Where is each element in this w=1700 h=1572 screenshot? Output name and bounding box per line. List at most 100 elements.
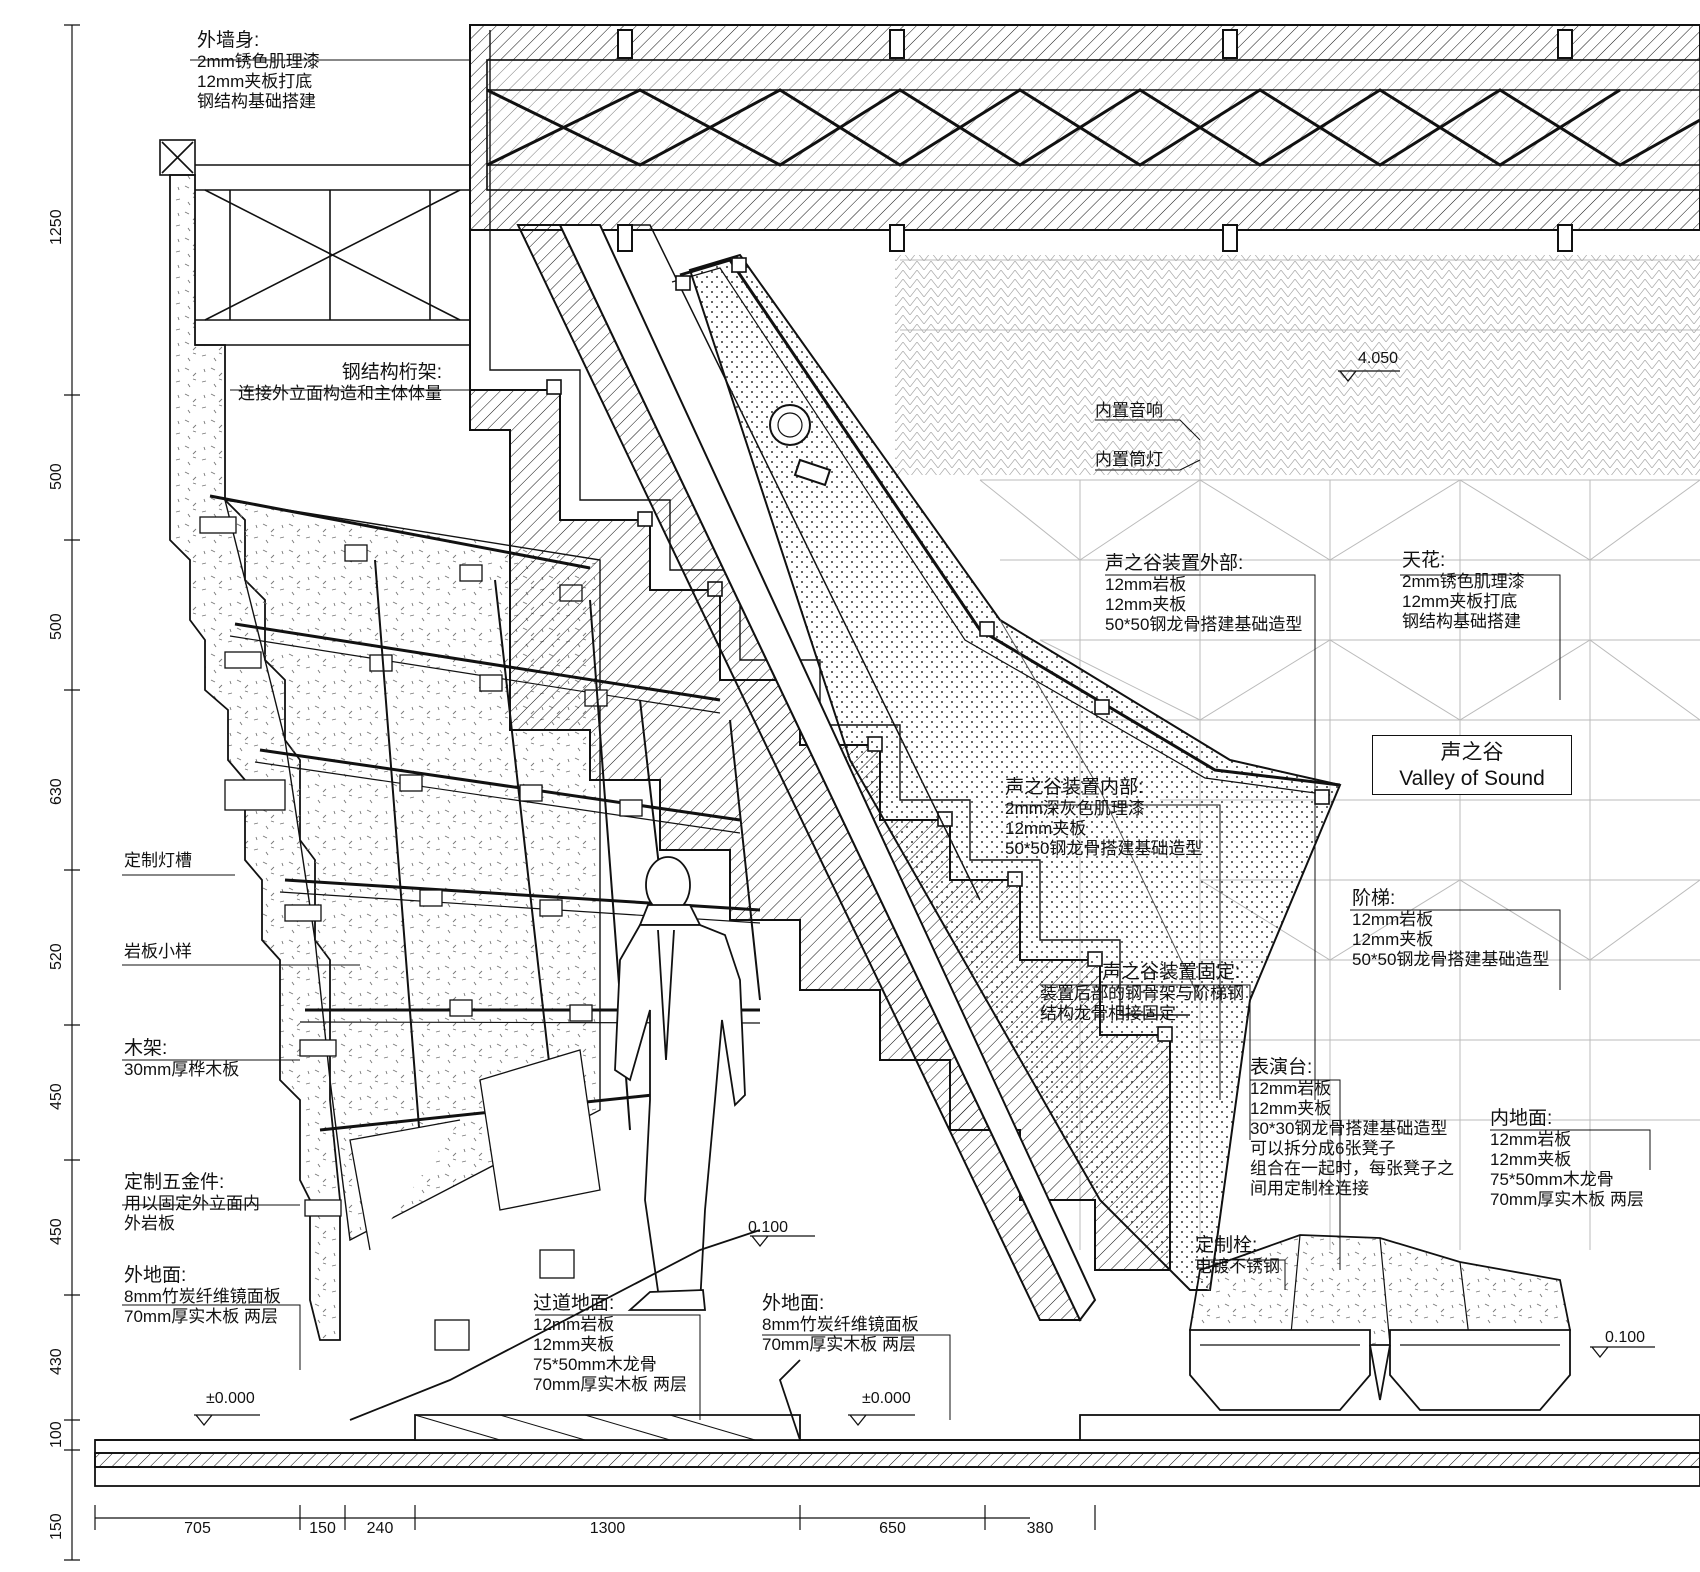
label-stairs-line-3: 50*50钢龙骨搭建基础造型: [1352, 950, 1550, 969]
label-valley-fixing: 声之谷装置固定: 装置后部的钢骨架与阶梯钢 结构龙骨相接固定: [1040, 962, 1244, 1024]
dim-v-450-a: 450: [48, 1083, 65, 1110]
title-box-en: Valley of Sound: [1399, 767, 1545, 790]
label-inner-floor-line-4: 70mm厚实木板 两层: [1490, 1190, 1644, 1209]
label-stage-line-5: 组合在一起时，每张凳子之: [1250, 1159, 1454, 1178]
label-stage: 表演台: 12mm岩板 12mm夹板 30*30钢龙骨搭建基础造型 可以拆分成6…: [1250, 1057, 1454, 1199]
label-wood-frame-line-1: 30mm厚桦木板: [124, 1060, 240, 1079]
human-figure: [614, 856, 746, 1311]
label-valley-interior: 声之谷装置内部: 2mm深灰色肌理漆 12mm夹板 50*50钢龙骨搭建基础造型: [1005, 777, 1202, 859]
label-steel-truss: 钢结构桁架: 连接外立面构造和主体体量: [232, 362, 442, 404]
level-0100-a: 0.100: [748, 1219, 789, 1236]
label-exterior-floor-left-line-1: 8mm竹炭纤维镜面板: [124, 1287, 281, 1306]
label-ceiling: 天花: 2mm锈色肌理漆 12mm夹板打底 钢结构基础搭建: [1402, 550, 1525, 632]
dim-v-500-a: 500: [48, 463, 65, 490]
label-custom-bolt-title: 定制栓:: [1195, 1235, 1258, 1256]
label-ceiling-line-1: 2mm锈色肌理漆: [1402, 572, 1525, 591]
label-wood-frame: 木架: 30mm厚桦木板: [124, 1038, 239, 1080]
label-exterior-wall-line-2: 12mm夹板打底: [197, 72, 313, 91]
label-ceiling-line-3: 钢结构基础搭建: [1402, 612, 1521, 631]
label-stage-line-1: 12mm岩板: [1250, 1079, 1332, 1098]
stone-panels: [199, 494, 761, 1351]
label-inner-floor-line-2: 12mm夹板: [1490, 1150, 1572, 1169]
label-steel-truss-line-1: 连接外立面构造和主体体量: [238, 384, 442, 403]
label-exterior-floor-mid-line-2: 70mm厚实木板 两层: [762, 1335, 916, 1354]
label-downlight: 内置筒灯: [1095, 450, 1163, 470]
label-light-slot-title: 定制灯槽: [124, 851, 192, 870]
title-box: 声之谷 Valley of Sound: [1372, 735, 1572, 795]
dim-h-380: 380: [1026, 1520, 1054, 1537]
label-corridor-floor-line-3: 75*50mm木龙骨: [533, 1355, 657, 1374]
label-corridor-floor-line-1: 12mm岩板: [533, 1315, 615, 1334]
dim-h-705: 705: [184, 1520, 211, 1537]
dim-h-240: 240: [366, 1520, 394, 1537]
level-markers: [194, 370, 1655, 1427]
label-exterior-floor-mid-line-1: 8mm竹炭纤维镜面板: [762, 1315, 919, 1334]
label-stage-line-2: 12mm夹板: [1250, 1099, 1332, 1118]
dim-h-650: 650: [879, 1520, 906, 1537]
label-exterior-wall-line-3: 钢结构基础搭建: [197, 92, 316, 111]
top-truss: [469, 24, 1700, 252]
dim-h-1300: 1300: [589, 1520, 626, 1537]
left-truss: [159, 139, 470, 346]
leader-lines: [122, 59, 1651, 1420]
label-exterior-floor-left-line-2: 70mm厚实木板 两层: [124, 1307, 278, 1326]
label-custom-bolt: 定制栓: 电镀不锈钢: [1195, 1235, 1280, 1277]
label-stone-sample-title: 岩板小样: [124, 942, 192, 961]
label-valley-fixing-line-2: 结构龙骨相接固定: [1040, 1004, 1176, 1023]
level-0000-b: ±0.000: [862, 1390, 911, 1407]
label-stage-line-4: 可以拆分成6张凳子: [1250, 1139, 1396, 1158]
dim-v-630: 630: [48, 778, 65, 805]
label-hardware: 定制五金件: 用以固定外立面内 外岩板: [124, 1172, 260, 1234]
label-valley-interior-line-2: 12mm夹板: [1005, 819, 1087, 838]
diagonal-beams: [516, 224, 1097, 1322]
label-inner-floor-title: 内地面:: [1490, 1108, 1553, 1129]
label-valley-interior-line-3: 50*50钢龙骨搭建基础造型: [1005, 839, 1203, 858]
dim-v-1250: 1250: [48, 209, 65, 245]
label-corridor-floor-line-4: 70mm厚实木板 两层: [533, 1375, 687, 1394]
label-valley-fixing-line-1: 装置后部的钢骨架与阶梯钢: [1040, 984, 1244, 1003]
label-light-slot: 定制灯槽: [124, 851, 192, 871]
label-stairs: 阶梯: 12mm岩板 12mm夹板 50*50钢龙骨搭建基础造型: [1352, 888, 1549, 970]
label-stone-sample: 岩板小样: [124, 942, 192, 962]
label-exterior-wall-title: 外墙身:: [197, 30, 260, 51]
label-stairs-line-2: 12mm夹板: [1352, 930, 1434, 949]
dim-v-450-b: 450: [48, 1218, 65, 1245]
label-stage-title: 表演台:: [1250, 1057, 1313, 1078]
ceiling-roof-panel: [895, 255, 1700, 475]
dim-v-500-b: 500: [48, 613, 65, 640]
label-valley-interior-line-1: 2mm深灰色肌理漆: [1005, 799, 1145, 818]
label-speaker-title: 内置音响: [1095, 401, 1163, 420]
label-inner-floor-line-1: 12mm岩板: [1490, 1130, 1572, 1149]
dimension-lines: [64, 24, 1096, 1561]
label-exterior-wall: 外墙身: 2mm锈色肌理漆 12mm夹板打底 钢结构基础搭建: [197, 30, 320, 112]
label-hardware-line-1: 用以固定外立面内: [124, 1194, 260, 1213]
label-downlight-title: 内置筒灯: [1095, 450, 1163, 469]
label-inner-floor: 内地面: 12mm岩板 12mm夹板 75*50mm木龙骨 70mm厚实木板 两…: [1490, 1108, 1644, 1210]
floor-construction: [94, 1229, 1700, 1487]
label-stairs-title: 阶梯:: [1352, 888, 1396, 909]
label-valley-interior-title: 声之谷装置内部:: [1005, 777, 1144, 798]
dim-v-100: 100: [48, 1421, 65, 1448]
label-stage-line-3: 30*30钢龙骨搭建基础造型: [1250, 1119, 1448, 1138]
label-valley-fixing-title: 声之谷装置固定:: [1102, 962, 1241, 983]
label-stage-line-6: 间用定制栓连接: [1250, 1179, 1369, 1198]
dim-v-520: 520: [48, 943, 65, 970]
level-0000-a: ±0.000: [206, 1390, 255, 1407]
label-ceiling-title: 天花:: [1402, 550, 1446, 571]
label-steel-truss-title: 钢结构桁架:: [341, 362, 442, 383]
label-exterior-floor-mid: 外地面: 8mm竹炭纤维镜面板 70mm厚实木板 两层: [762, 1293, 919, 1355]
label-valley-exterior-line-1: 12mm岩板: [1105, 575, 1187, 594]
label-exterior-floor-left-title: 外地面:: [124, 1265, 187, 1286]
label-exterior-floor-mid-title: 外地面:: [762, 1293, 825, 1314]
label-ceiling-line-2: 12mm夹板打底: [1402, 592, 1518, 611]
label-custom-bolt-line-1: 电镀不锈钢: [1195, 1257, 1280, 1276]
label-inner-floor-line-3: 75*50mm木龙骨: [1490, 1170, 1614, 1189]
label-hardware-title: 定制五金件:: [124, 1172, 225, 1193]
label-corridor-floor: 过道地面: 12mm岩板 12mm夹板 75*50mm木龙骨 70mm厚实木板 …: [533, 1293, 687, 1395]
dim-v-150: 150: [48, 1513, 65, 1540]
label-hardware-line-2: 外岩板: [124, 1214, 175, 1233]
label-valley-exterior: 声之谷装置外部: 12mm岩板 12mm夹板 50*50钢龙骨搭建基础造型: [1105, 553, 1302, 635]
dim-v-430: 430: [48, 1348, 65, 1375]
level-0100-b: 0.100: [1605, 1329, 1646, 1346]
